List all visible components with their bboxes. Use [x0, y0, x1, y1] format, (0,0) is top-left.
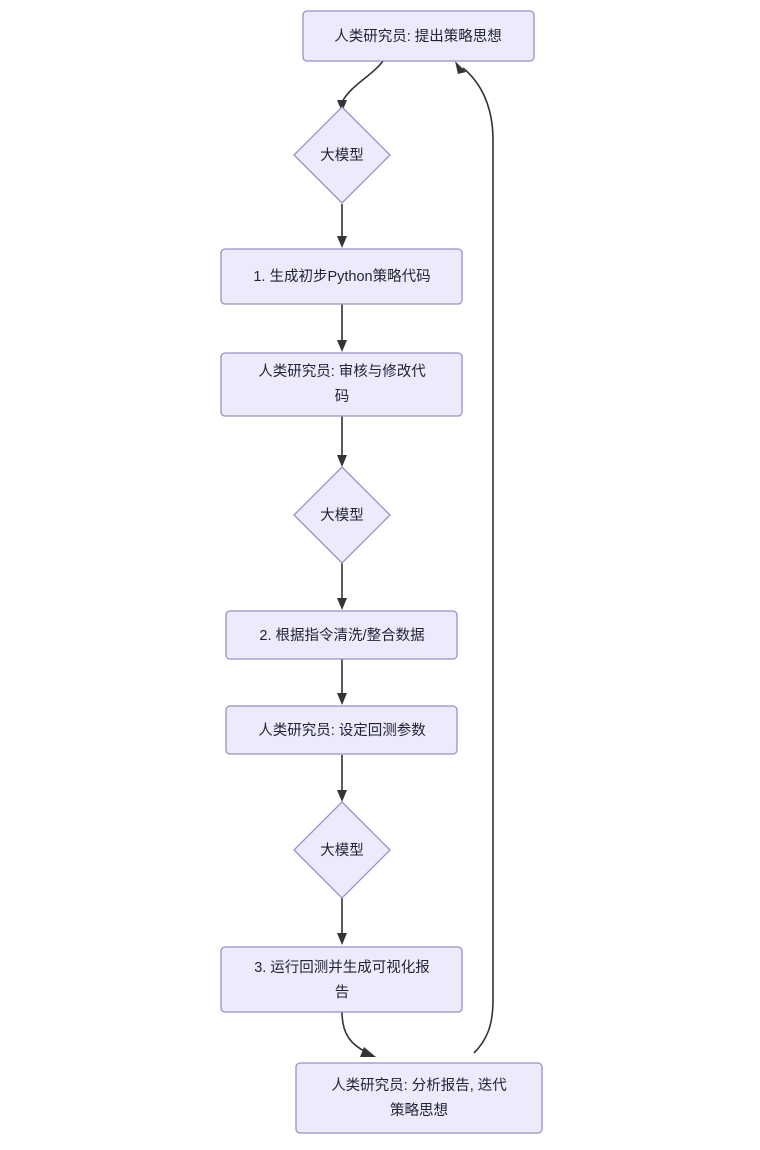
node-review-label-line1: 人类研究员: 审核与修改代 — [258, 363, 426, 380]
node-layer: 人类研究员: 提出策略思想 大模型 1. 生成初步Python策略代码 人类研究… — [220, 10, 543, 1134]
node-step1-label: 1. 生成初步Python策略代码 — [253, 268, 430, 285]
node-review[interactable]: 人类研究员: 审核与修改代 码 — [220, 352, 463, 417]
node-step2[interactable]: 2. 根据指令清洗/整合数据 — [225, 610, 458, 660]
edge-llm1-to-step1 — [337, 204, 347, 248]
node-analyze[interactable]: 人类研究员: 分析报告, 迭代 策略思想 — [295, 1062, 543, 1134]
edge-params-to-llm3 — [337, 755, 347, 802]
arrowhead — [455, 61, 466, 74]
arrowhead — [337, 455, 347, 467]
node-step2-shape[interactable] — [225, 610, 458, 660]
node-step3-label-line1: 3. 运行回测并生成可视化报 — [254, 959, 430, 976]
arrowhead — [337, 340, 347, 352]
node-llm3[interactable]: 大模型 — [293, 801, 391, 899]
node-llm2[interactable]: 大模型 — [293, 466, 391, 564]
arrowhead — [337, 100, 347, 112]
edge-start-to-llm1 — [337, 60, 384, 112]
node-llm1-label: 大模型 — [320, 147, 364, 164]
node-step1[interactable]: 1. 生成初步Python策略代码 — [220, 248, 463, 305]
node-llm1[interactable]: 大模型 — [293, 106, 391, 204]
edge-step3-to-analyze — [341, 1011, 376, 1057]
node-analyze-shape[interactable] — [295, 1062, 543, 1134]
node-analyze-label-line1: 人类研究员: 分析报告, 迭代 — [331, 1077, 507, 1094]
node-step3-label-line2: 告 — [335, 984, 350, 1001]
edge-step1-to-review — [337, 304, 347, 352]
node-start-shape[interactable] — [302, 10, 535, 62]
arrowhead — [337, 693, 347, 705]
node-llm3-label: 大模型 — [320, 842, 364, 859]
edge-path — [462, 67, 494, 1054]
node-params-label: 人类研究员: 设定回测参数 — [258, 722, 426, 739]
node-llm1-shape[interactable] — [293, 106, 391, 204]
node-analyze-label-line2: 策略思想 — [390, 1102, 448, 1119]
edge-review-to-llm2 — [337, 416, 347, 467]
node-llm3-shape[interactable] — [293, 801, 391, 899]
node-start-label: 人类研究员: 提出策略思想 — [334, 28, 502, 45]
edge-step2-to-params — [337, 659, 347, 705]
arrowhead — [337, 933, 347, 945]
edge-llm2-to-step2 — [337, 563, 347, 610]
node-step3[interactable]: 3. 运行回测并生成可视化报 告 — [220, 946, 463, 1013]
node-llm2-label: 大模型 — [320, 507, 364, 524]
node-review-label-line2: 码 — [335, 388, 350, 405]
node-llm2-shape[interactable] — [293, 466, 391, 564]
node-params[interactable]: 人类研究员: 设定回测参数 — [225, 705, 458, 755]
edge-llm3-to-step3 — [337, 898, 347, 945]
edge-path — [341, 1011, 367, 1053]
node-step1-shape[interactable] — [220, 248, 463, 305]
node-review-shape[interactable] — [220, 352, 463, 417]
node-start[interactable]: 人类研究员: 提出策略思想 — [302, 10, 535, 62]
node-step2-label: 2. 根据指令清洗/整合数据 — [259, 627, 424, 644]
node-step3-shape[interactable] — [220, 946, 463, 1013]
arrowhead — [360, 1047, 376, 1057]
arrowhead — [337, 236, 347, 248]
edge-analyze-to-start-feedback — [455, 61, 494, 1054]
arrowhead — [337, 598, 347, 610]
edge-layer — [337, 60, 494, 1057]
edge-path — [341, 60, 384, 103]
arrowhead — [337, 790, 347, 802]
node-params-shape[interactable] — [225, 705, 458, 755]
